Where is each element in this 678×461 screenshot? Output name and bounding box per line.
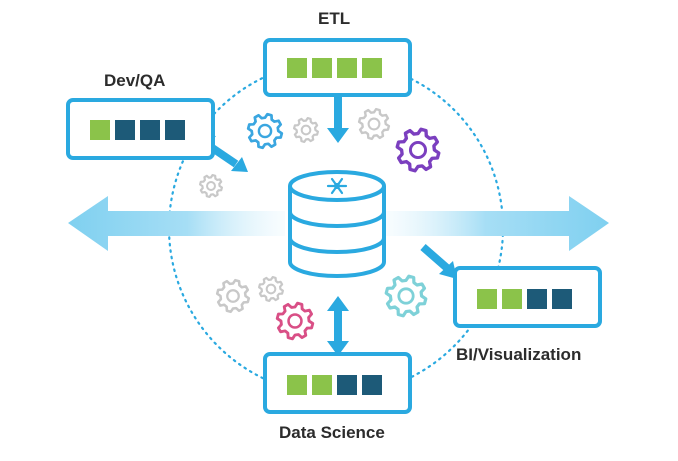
gears-group <box>199 107 441 341</box>
navy-block <box>362 375 382 395</box>
data-science-box <box>263 352 412 414</box>
bi-visualization-blocks <box>477 289 572 309</box>
gear-icon <box>258 276 284 302</box>
bi-connector-arrow <box>420 243 450 272</box>
snowflake-database-icon <box>288 170 386 278</box>
gear-icon <box>275 301 315 341</box>
navy-block <box>165 120 185 140</box>
data-science-arrowhead-down <box>327 341 349 356</box>
dev-qa-blocks <box>90 120 185 140</box>
green-block <box>287 58 307 78</box>
bi-arrowhead <box>439 261 457 279</box>
green-block <box>312 58 332 78</box>
green-block <box>287 375 307 395</box>
gear-icon <box>357 107 391 141</box>
green-block <box>477 289 497 309</box>
snowflake-icon <box>326 177 348 195</box>
navy-block <box>552 289 572 309</box>
gear-icon <box>384 274 428 318</box>
etl-box <box>263 38 412 97</box>
gear-icon <box>293 117 319 143</box>
etl-arrowhead-down <box>327 128 349 143</box>
green-block <box>502 289 522 309</box>
navy-block <box>140 120 160 140</box>
navy-block <box>527 289 547 309</box>
gear-icon <box>246 112 284 150</box>
devqa-arrowhead-in <box>231 157 248 172</box>
navy-block <box>337 375 357 395</box>
green-block <box>312 375 332 395</box>
gear-icon <box>215 278 251 314</box>
gear-icon <box>199 174 223 198</box>
green-block <box>90 120 110 140</box>
bi-visualization-label: BI/Visualization <box>456 345 582 364</box>
etl-blocks <box>287 58 382 78</box>
gear-icon <box>395 127 441 173</box>
data-science-label: Data Science <box>279 423 385 442</box>
green-block <box>337 58 357 78</box>
outflow-arrow-right <box>385 196 609 251</box>
data-science-blocks <box>287 375 382 395</box>
green-block <box>362 58 382 78</box>
data-science-arrowhead-up <box>327 296 349 311</box>
navy-block <box>115 120 135 140</box>
etl-label: ETL <box>318 9 351 28</box>
outflow-arrow-left <box>68 196 285 251</box>
dev-qa-label: Dev/QA <box>104 71 166 90</box>
bi-visualization-box <box>453 266 602 328</box>
dev-qa-box <box>66 98 215 160</box>
